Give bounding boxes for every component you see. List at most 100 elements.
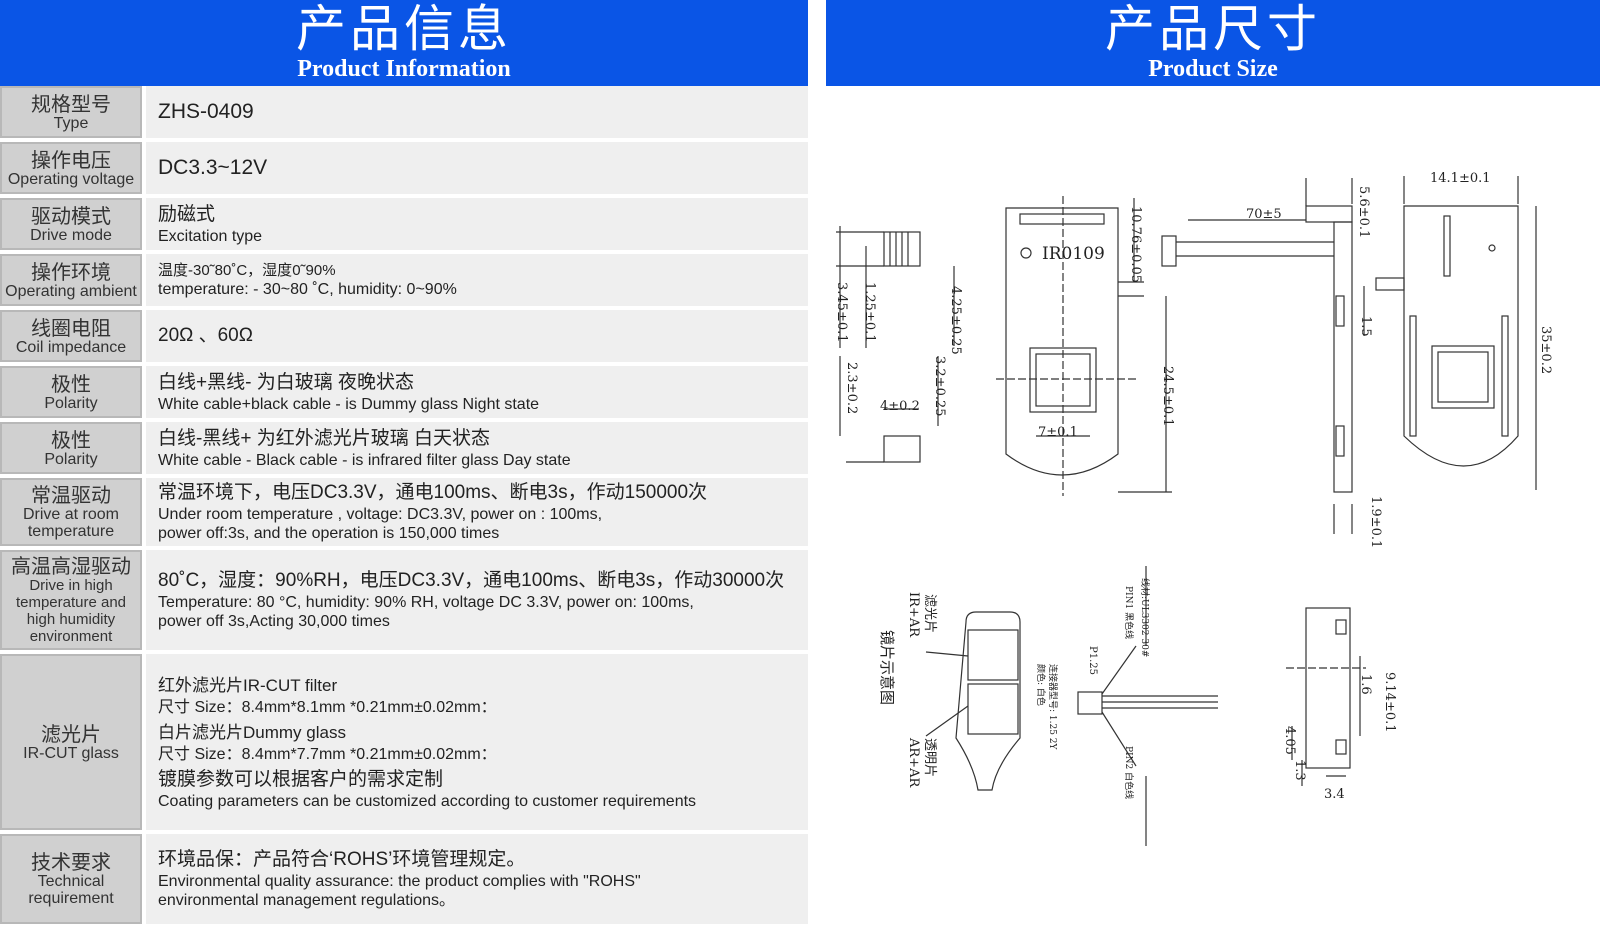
value-line: 常温环境下，电压DC3.3V，通电100ms、断电3s，作动150000次: [158, 482, 708, 503]
header-product-information: 产品信息 Product Information: [0, 0, 808, 86]
value-line: Coating parameters can be customized acc…: [158, 792, 697, 810]
label-zh: 极性: [51, 371, 91, 396]
label-zh: 滤光片: [41, 721, 101, 746]
label-en: Operating voltage: [7, 170, 135, 188]
value-line: power off:3s, and the operation is 150,0…: [158, 525, 500, 542]
label-en: Operating ambient: [5, 282, 137, 300]
value-line: 80˚C，湿度：90%RH，电压DC3.3V，通电100ms、断电3s，作动30…: [158, 570, 785, 591]
value-line: White cable - Black cable - is infrared …: [158, 451, 571, 469]
row-value: 常温环境下，电压DC3.3V，通电100ms、断电3s，作动150000次 Und…: [146, 478, 808, 546]
dim-label: 1.6: [1358, 674, 1373, 695]
value-line: 白线+黑线- 为白玻璃 夜晚状态: [158, 371, 414, 393]
dim-label: 4.25±0.25: [948, 286, 963, 355]
dim-label: 14.1±0.1: [1430, 171, 1491, 186]
value-line: temperature: - 30~80 ˚C, humidity: 0~90%: [158, 281, 457, 298]
label-zh: 极性: [51, 427, 91, 452]
value-line: 镀膜参数可以根据客户的需求定制: [158, 768, 444, 790]
label-en: Coil impedance: [15, 338, 127, 356]
note-label: 滤光片: [922, 594, 937, 633]
label-zh: 操作电压: [31, 147, 111, 172]
value-line: ZHS-0409: [158, 100, 254, 123]
value-line: DC3.3~12V: [158, 156, 268, 179]
actuator-body-front: [1005, 207, 1119, 476]
actuator-body-side: [1333, 221, 1353, 493]
note-label: PIN1 黑色线: [1123, 586, 1135, 639]
value-line: 环境品保：产品符合‘ROHS’环境管理规定。: [158, 849, 526, 870]
dummy-glass: [967, 683, 1019, 735]
label-en: IR-CUT glass: [23, 744, 119, 762]
row-value: 环境品保：产品符合‘ROHS’环境管理规定。Environmental qual…: [146, 834, 808, 924]
label-zh: 高温高湿驱动: [11, 554, 131, 578]
label-zh: 技术要求: [31, 850, 111, 874]
note-label: PIN2 白色线: [1123, 746, 1135, 799]
label-zh: 常温驱动: [31, 483, 111, 507]
row-value: ZHS-0409: [146, 86, 808, 138]
actuator-body-back: [1403, 205, 1519, 467]
row-value: 温度-30˜80˚C，湿度0˜90%temperature: - 30~80 ˚…: [146, 254, 808, 306]
dim-label: 24.5±0.1: [1160, 366, 1175, 427]
note-label: 透明片: [922, 738, 937, 777]
value-line: Temperature: 80 °C, humidity: 90% RH, vo…: [158, 594, 694, 611]
value-line: 20Ω 、60Ω: [158, 325, 253, 346]
value-line: White cable+black cable - is Dummy glass…: [158, 395, 540, 413]
header-size-title-zh: 产品尺寸: [1105, 0, 1321, 58]
label-en: Polarity: [44, 450, 98, 468]
row-value: 20Ω 、60Ω: [146, 310, 808, 362]
row-value: 红外滤光片IR-CUT filter 尺寸 Size：8.4mm*8.1mm *…: [146, 654, 808, 830]
value-line: Under room temperature , voltage: DC3.3V…: [158, 506, 603, 523]
dim-label: 5.6±0.1: [1356, 186, 1371, 238]
label-zh: 线圈电阻: [31, 315, 111, 340]
label-en: Polarity: [44, 394, 98, 412]
cable-connector: [1077, 691, 1103, 715]
row-value: DC3.3~12V: [146, 142, 808, 194]
dim-label: 2.3±0.2: [844, 362, 859, 414]
label-en: Type: [53, 114, 89, 132]
row-value: 白线-黑线+ 为红外滤光片玻璃 白天状态 White cable - Black …: [146, 422, 808, 474]
note-label: AR+AR: [906, 737, 921, 788]
connector-front-view: [883, 435, 921, 463]
dim-label: P1.25: [1087, 646, 1098, 675]
dim-label: 9.14±0.1: [1382, 672, 1397, 733]
dim-label: 1.9±0.1: [1368, 496, 1383, 548]
header-size-title-en: Product Size: [1148, 56, 1278, 82]
dim-label: 1.3: [1292, 760, 1307, 781]
value-line: Excitation type: [158, 227, 263, 245]
dim-label: 3.4: [1324, 787, 1345, 802]
label-en: Technical requirement: [28, 873, 114, 907]
value-line: 励磁式: [158, 203, 216, 225]
note-label: 线材:UL3302 30#: [1139, 578, 1151, 657]
label-zh: 驱动模式: [31, 203, 111, 228]
dim-label: 4.05: [1282, 726, 1297, 755]
dim-label: 1.25±0.1: [862, 282, 877, 343]
label-en: Drive at room temperature: [22, 506, 120, 540]
header-title-en: Product Information: [297, 56, 511, 82]
note-label: 连接器型号: 1.25 2Y: [1047, 664, 1059, 751]
value-line: 白线-黑线+ 为红外滤光片玻璃 白天状态: [158, 427, 490, 449]
dim-label: 3.2±0.25: [932, 356, 947, 417]
dim-label: 1.5: [1358, 316, 1373, 337]
header-title-zh: 产品信息: [296, 0, 512, 58]
dimension-drawings: IR0109 14.1±0.1 70±5 5.6±0.1 10.76±0.05 …: [826, 86, 1600, 948]
lens-diagram-frame: [955, 611, 1021, 791]
ir-filter-glass: [967, 629, 1019, 681]
row-value: 白线+黑线- 为白玻璃 夜晚状态 White cable+black cable …: [146, 366, 808, 418]
note-label: 颜色: 白色: [1035, 664, 1047, 706]
header-product-size: 产品尺寸 Product Size: [826, 0, 1600, 86]
dim-label: 3.45±0.1: [834, 282, 849, 343]
row-value: 80˚C，湿度：90%RH，电压DC3.3V，通电100ms、断电3s，作动30…: [146, 550, 808, 650]
